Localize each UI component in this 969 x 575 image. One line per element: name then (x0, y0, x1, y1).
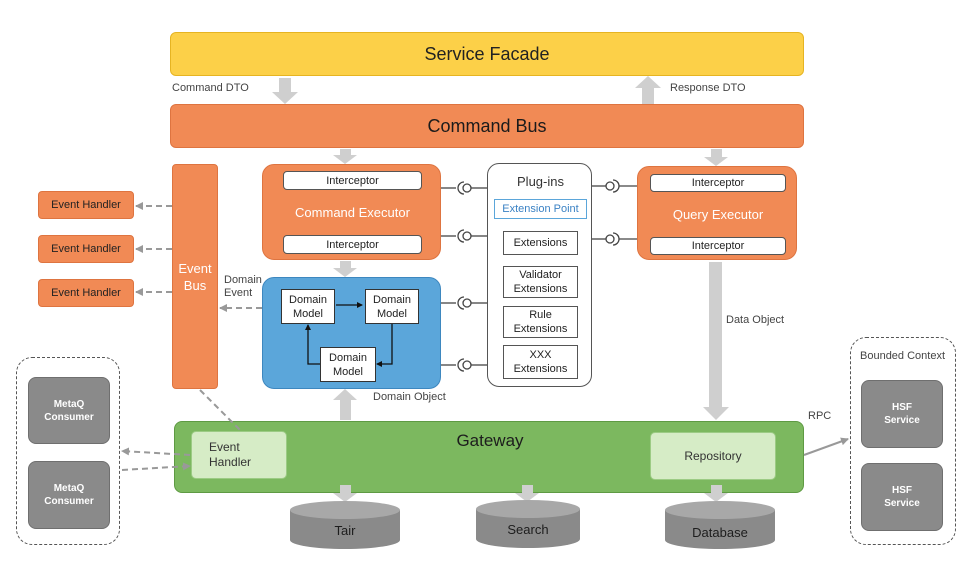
command-executor-title: Command Executor (295, 204, 410, 220)
domain-model-2: Domain Model (365, 289, 419, 324)
arrow-command-to-domain (333, 261, 357, 277)
connector-domain-1 (441, 296, 487, 310)
response-dto-label: Response DTO (670, 82, 746, 94)
data-object-label: Data Object (726, 314, 785, 326)
extension-point: Extension Point (494, 199, 587, 219)
plugins-panel: Plug-ins Extension Point Extensions Vali… (487, 163, 592, 387)
bounded-context-group (850, 337, 956, 545)
connector-query-bottom (592, 232, 637, 246)
command-bus: Command Bus (170, 104, 804, 148)
domain-model-1: Domain Model (281, 289, 335, 324)
plugins-title: Plug-ins (517, 173, 564, 189)
command-dto-label: Command DTO (172, 82, 249, 94)
rule-extensions: Rule Extensions (503, 306, 578, 338)
connector-cmd-bottom (441, 229, 487, 243)
connector-cmd-top (441, 181, 487, 195)
hsf-service-2-label: HSF Service (884, 485, 920, 509)
arrow-response-dto (635, 76, 661, 104)
metaq-consumer-1-label: MetaQ Consumer (44, 398, 94, 423)
metaq-consumer-2-label: MetaQ Consumer (44, 483, 94, 507)
gateway: Gateway Event Handler Repository (174, 421, 804, 493)
query-executor: Interceptor Query Executor Interceptor (637, 166, 797, 260)
event-handler-1: Event Handler (38, 191, 134, 219)
gateway-event-handler-label: Event Handler (209, 440, 252, 469)
rpc-arrow (803, 437, 849, 456)
event-handler-3: Event Handler (38, 279, 134, 307)
service-facade: Service Facade (170, 32, 804, 76)
arrow-command-dto (272, 78, 298, 104)
metaq-consumer-2: MetaQ Consumer (28, 461, 110, 529)
query-interceptor-bottom: Interceptor (650, 237, 786, 255)
arrow-data-object (703, 262, 729, 420)
arrow-bus-to-command-executor (333, 149, 357, 164)
command-interceptor-bottom: Interceptor (283, 235, 422, 254)
query-executor-title: Query Executor (672, 206, 764, 222)
search-label: Search (507, 521, 549, 537)
event-bus: Event Bus (172, 164, 218, 389)
domain-model-area: Domain Model Domain Model Domain Model (262, 277, 441, 389)
bounded-context-title: Bounded Context (860, 350, 946, 362)
event-handler-2: Event Handler (38, 235, 134, 263)
rpc-label: RPC (808, 410, 832, 422)
database-label: Database (692, 524, 748, 540)
gateway-event-handler: Event Handler (191, 431, 287, 479)
connector-query-top (592, 179, 637, 193)
domain-model-3: Domain Model (320, 347, 376, 382)
hsf-service-1: HSF Service (861, 380, 943, 448)
domain-object-label: Domain Object (373, 391, 446, 403)
gateway-title: Gateway (456, 431, 524, 450)
xxx-extensions: XXX Extensions (503, 345, 578, 379)
metaq-consumer-1: MetaQ Consumer (28, 377, 110, 444)
query-interceptor-top: Interceptor (650, 174, 786, 192)
hsf-service-2: HSF Service (861, 463, 943, 531)
extensions-box: Extensions (503, 231, 578, 255)
hsf-service-1-label: HSF Service (884, 402, 920, 426)
arrow-gateway-to-domain (333, 389, 357, 420)
validator-extensions: Validator Extensions (503, 266, 578, 298)
command-interceptor-top: Interceptor (283, 171, 422, 190)
repository: Repository (650, 432, 776, 480)
event-bus-label: Event Bus (178, 260, 212, 293)
metaq-group (16, 357, 120, 545)
tair-label: Tair (334, 522, 356, 538)
command-executor: Interceptor Command Executor Interceptor (262, 164, 441, 260)
domain-event-label: Domain Event (224, 274, 262, 299)
connector-domain-2 (441, 358, 487, 372)
arrow-bus-to-query-executor (704, 149, 728, 166)
